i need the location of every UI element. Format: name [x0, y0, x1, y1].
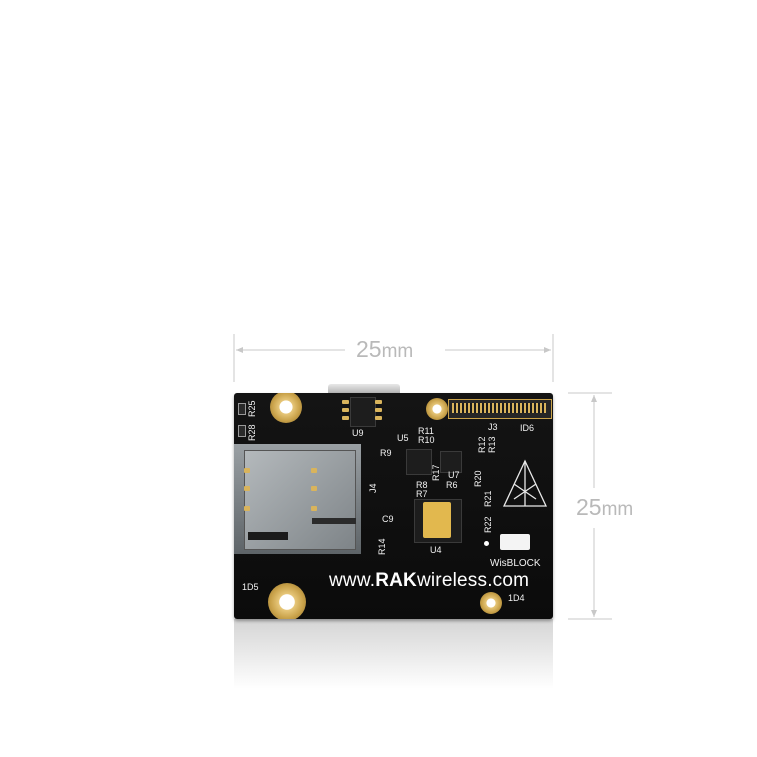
mounting-hole-bottom-right [480, 592, 502, 614]
label-r13: R13 [487, 436, 497, 453]
sim-card-holder [234, 444, 361, 554]
label-r20: R20 [473, 470, 483, 487]
width-unit: mm [381, 341, 414, 362]
label-c9: C9 [382, 514, 394, 524]
sim-pad [244, 486, 250, 491]
rak-triangle-logo [502, 459, 548, 507]
label-r9: R9 [380, 448, 392, 458]
label-j3: J3 [488, 422, 498, 432]
label-r25: R25 [247, 400, 257, 417]
pcb-board: R25 R28 U9 U5 R11 R10 J3 ID6 R9 R12 R13 … [234, 393, 553, 619]
pad [342, 416, 349, 420]
white-dot [484, 541, 489, 546]
sim-latch [312, 518, 356, 524]
pad [375, 400, 382, 404]
resistor-r28 [238, 425, 246, 437]
mounting-hole-top-left [270, 393, 302, 423]
sim-pad [311, 506, 317, 511]
label-r14: R14 [377, 538, 387, 555]
url-brand: RAK [375, 570, 417, 591]
label-u9: U9 [352, 428, 364, 438]
url-suffix: wireless.com [416, 570, 530, 591]
website-url: www.RAKwireless.com [329, 570, 529, 592]
label-u7: U7 [448, 470, 460, 480]
resistor-r25 [238, 403, 246, 415]
width-dimension-label: 25mm [356, 336, 413, 363]
height-unit: mm [601, 499, 634, 520]
label-u4: U4 [430, 545, 442, 555]
height-dimension-label: 25mm [576, 494, 633, 521]
label-r8: R8 [416, 480, 428, 490]
pad [375, 416, 382, 420]
sim-latch [248, 532, 288, 540]
label-u5: U5 [397, 433, 409, 443]
label-r6: R6 [446, 480, 458, 490]
label-r28: R28 [247, 424, 257, 441]
chip-u7 [440, 451, 462, 473]
label-id6: ID6 [520, 423, 535, 433]
chip-u4-pad [423, 502, 451, 538]
label-r7: R7 [416, 489, 428, 499]
label-r21: R21 [483, 490, 493, 507]
label-j4: J4 [368, 483, 378, 493]
label-r12: R12 [477, 436, 487, 453]
pad [342, 408, 349, 412]
url-prefix: www. [329, 570, 376, 591]
chip-u5 [406, 449, 432, 475]
board-reflection [234, 619, 553, 689]
label-r22: R22 [483, 516, 493, 533]
pad [342, 400, 349, 404]
sim-pad [311, 486, 317, 491]
height-value: 25 [576, 494, 602, 520]
label-1d5: 1D5 [242, 582, 259, 592]
width-value: 25 [356, 336, 382, 362]
sim-pad [244, 506, 250, 511]
antenna-connector [500, 534, 530, 550]
label-r11: R11 [418, 426, 434, 436]
connector-pins [452, 403, 546, 413]
chip-u9 [350, 397, 376, 427]
sim-pad [244, 468, 250, 473]
label-r17: R17 [431, 464, 441, 481]
label-r10: R10 [418, 435, 435, 445]
mounting-hole-top-center [426, 398, 448, 420]
mounting-hole-bottom-left [268, 583, 306, 619]
label-wisblock: WisBLOCK [490, 558, 541, 569]
label-1d4: 1D4 [508, 593, 525, 603]
sim-pad [311, 468, 317, 473]
pad [375, 408, 382, 412]
